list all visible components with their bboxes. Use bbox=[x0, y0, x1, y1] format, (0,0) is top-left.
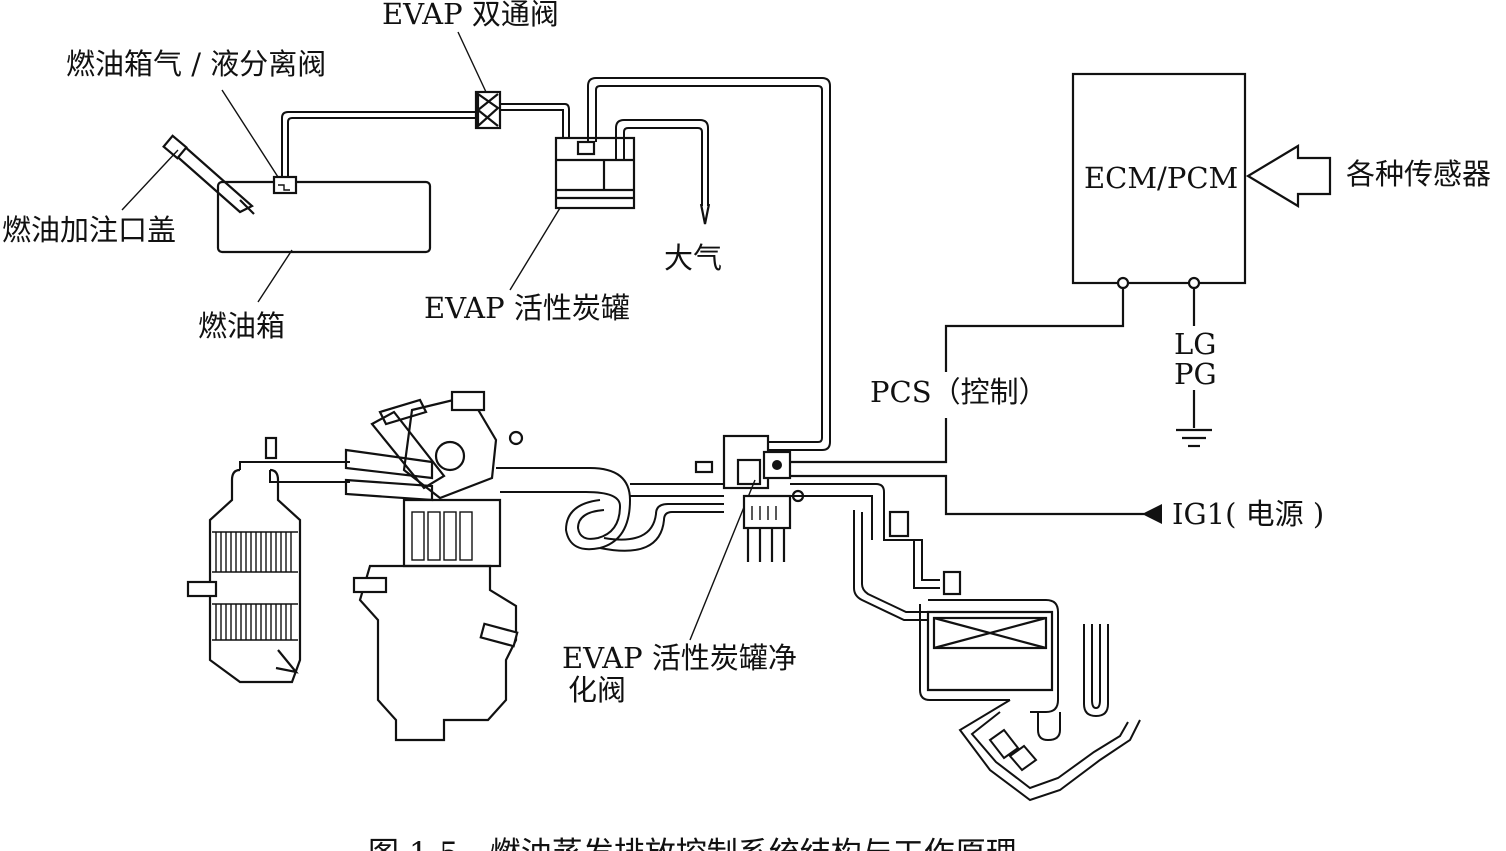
engine-assembly-icon bbox=[186, 390, 1141, 802]
evap-canister-icon bbox=[554, 136, 636, 210]
label-fuel-filler-cap: 燃油加注口盖 bbox=[2, 213, 176, 247]
figure-caption: 图 1-5 燃油蒸发排放控制系统结构与工作原理 bbox=[368, 836, 1017, 851]
leader-two-way-valve bbox=[457, 31, 487, 93]
leader-fuel-tank bbox=[257, 249, 293, 303]
label-lg: LG bbox=[1174, 327, 1216, 361]
label-separator-valve: 燃油箱气 / 液分离阀 bbox=[66, 47, 326, 81]
leader-canister bbox=[509, 207, 561, 291]
fuel-tank bbox=[216, 175, 432, 254]
label-fuel-tank: 燃油箱 bbox=[198, 309, 285, 343]
label-sensors: 各种传感器 bbox=[1346, 157, 1491, 191]
ecm-pin-pcs bbox=[1116, 276, 1130, 290]
ecm-pcm-box bbox=[1071, 72, 1247, 285]
ig1-arrow-icon bbox=[1142, 504, 1162, 524]
label-pcs-control: PCS（控制） bbox=[870, 375, 1048, 409]
leader-filler-cap bbox=[121, 149, 179, 211]
evap-two-way-valve-icon bbox=[474, 90, 502, 130]
sensor-input-arrow-icon bbox=[1245, 144, 1332, 208]
label-ig1-power: IG1( 电源 ) bbox=[1172, 497, 1324, 531]
fuel-filler-cap-icon bbox=[162, 134, 255, 215]
vapor-pipe-tank-to-canister bbox=[281, 103, 570, 177]
ig1-power-wire bbox=[770, 474, 1144, 516]
label-atmosphere: 大气 bbox=[664, 241, 722, 275]
label-ecm-pcm: ECM/PCM bbox=[1084, 161, 1238, 195]
leader-separator bbox=[221, 89, 279, 178]
purge-pipe bbox=[587, 77, 831, 451]
pcs-control-wire bbox=[770, 288, 1125, 464]
ground-icon bbox=[1176, 428, 1212, 448]
label-evap-canister: EVAP 活性炭罐 bbox=[424, 291, 630, 325]
label-purge-valve-line2: 化阀 bbox=[568, 673, 626, 707]
label-purge-valve-line1: EVAP 活性炭罐净 bbox=[562, 641, 797, 675]
ecm-pin-lg bbox=[1187, 276, 1201, 290]
label-evap-two-way-valve: EVAP 双通阀 bbox=[382, 0, 559, 31]
vent-pipe-atmosphere bbox=[615, 119, 709, 206]
purge-valve-icon bbox=[694, 434, 792, 490]
label-pg: PG bbox=[1174, 357, 1217, 391]
vent-arrow-icon bbox=[699, 203, 711, 225]
